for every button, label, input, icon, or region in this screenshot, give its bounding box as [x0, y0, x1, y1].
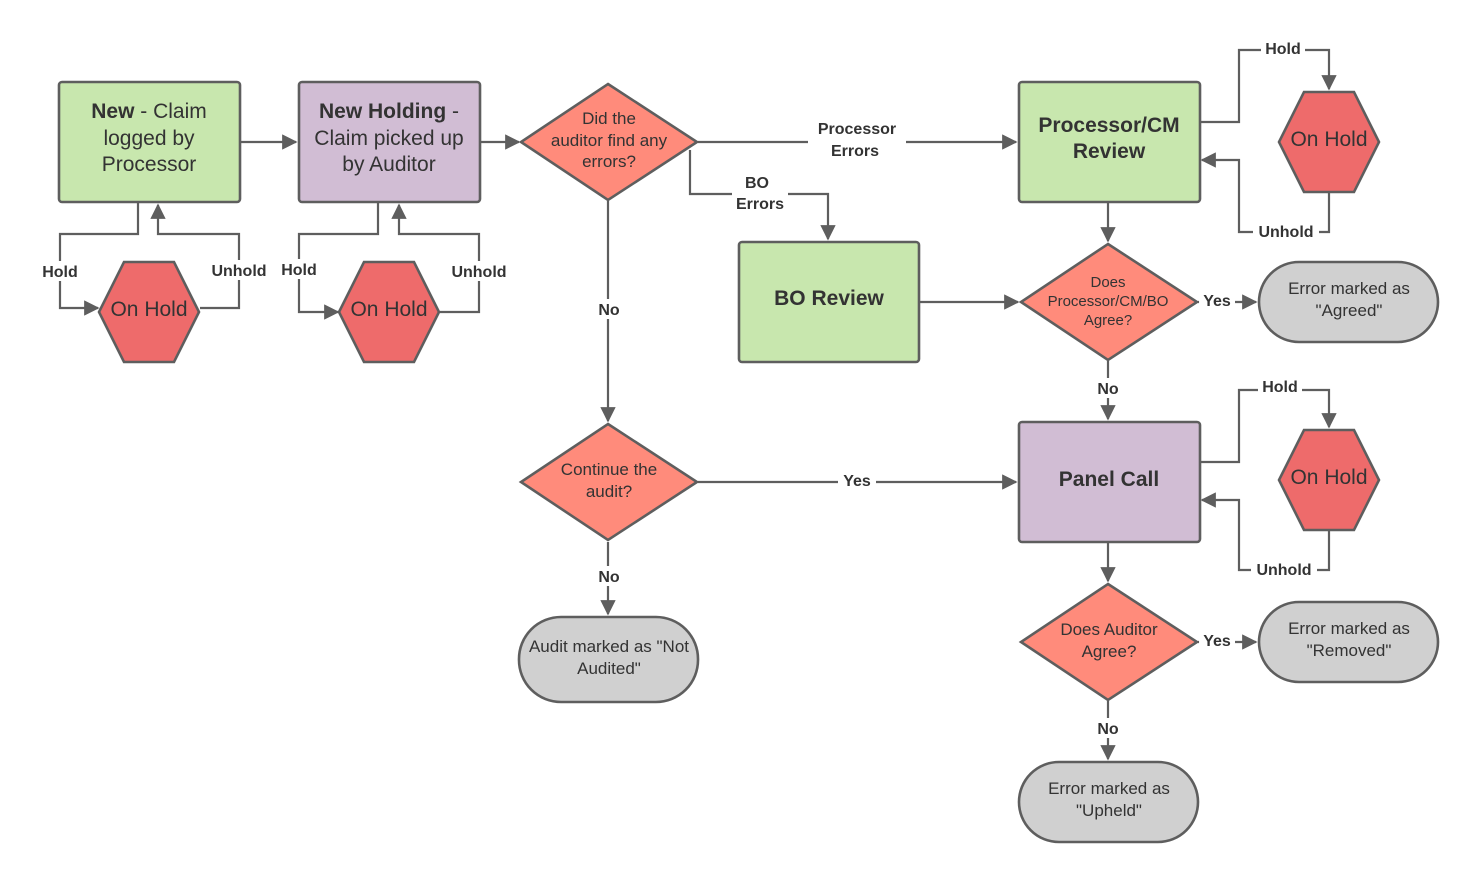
node-continue-decision: Continue the audit? — [518, 422, 700, 542]
processor-errors-label: Errors — [831, 143, 879, 160]
svg-text:"Upheld": "Upheld" — [1076, 801, 1142, 820]
edge-unhold-3 — [1200, 152, 1331, 234]
svg-text:Did the: Did the — [582, 109, 636, 128]
yes-label: Yes — [1203, 633, 1231, 650]
unhold-label: Unhold — [1256, 562, 1311, 579]
node-bo-review: BO Review — [737, 240, 921, 364]
svg-text:by Auditor: by Auditor — [342, 153, 435, 176]
edge-hold-3 — [1200, 48, 1337, 124]
yes-label: Yes — [843, 473, 871, 490]
connectors — [58, 48, 1337, 761]
node-agreed: Error marked as "Agreed" — [1257, 260, 1440, 344]
unhold-label: Unhold — [1258, 224, 1313, 241]
svg-text:Does: Does — [1090, 274, 1125, 291]
svg-text:Agree?: Agree? — [1084, 312, 1132, 329]
node-on-hold-3: On Hold — [1277, 90, 1381, 194]
node-new-holding: New Holding - Claim picked up by Auditor — [297, 80, 482, 204]
svg-text:Processor: Processor — [102, 153, 197, 176]
edge-unhold-4 — [1200, 492, 1331, 572]
svg-text:Audited": Audited" — [577, 659, 641, 678]
node-panel-call: Panel Call — [1017, 420, 1202, 544]
no-label: No — [1097, 381, 1119, 398]
svg-text:Processor/CM: Processor/CM — [1038, 114, 1179, 137]
no-label: No — [1097, 721, 1119, 738]
bo-errors-label: Errors — [736, 196, 784, 213]
edge-hold-1 — [58, 203, 140, 316]
hold-label: Hold — [1262, 379, 1298, 396]
edge-hold-2 — [297, 203, 380, 320]
svg-text:On Hold: On Hold — [110, 298, 187, 321]
node-on-hold-4: On Hold — [1277, 428, 1381, 532]
svg-text:audit?: audit? — [586, 482, 632, 501]
node-upheld: Error marked as "Upheld" — [1017, 760, 1200, 844]
svg-text:Panel Call: Panel Call — [1059, 468, 1159, 491]
hold-label: Hold — [42, 264, 78, 281]
svg-text:auditor find any: auditor find any — [551, 131, 668, 150]
edge-labels: Hold Unhold Hold Unhold Processor Errors… — [38, 38, 1319, 738]
svg-text:Error marked as: Error marked as — [1048, 779, 1170, 798]
svg-text:Agree?: Agree? — [1082, 642, 1137, 661]
node-on-hold-2: On Hold — [337, 260, 441, 364]
svg-text:Claim picked up: Claim picked up — [314, 127, 463, 150]
unhold-label: Unhold — [211, 263, 266, 280]
edge-hold-4 — [1200, 388, 1337, 464]
svg-text:New Holding -: New Holding - — [319, 100, 459, 123]
hold-label: Hold — [281, 262, 317, 279]
svg-text:Does Auditor: Does Auditor — [1060, 620, 1158, 639]
yes-label: Yes — [1203, 293, 1231, 310]
processor-errors-label: Processor — [818, 121, 896, 138]
no-label: No — [598, 302, 620, 319]
edge-unhold-2 — [391, 203, 481, 314]
svg-text:On Hold: On Hold — [1290, 128, 1367, 151]
node-removed: Error marked as "Removed" — [1257, 600, 1440, 684]
node-on-hold-1: On Hold — [97, 260, 201, 364]
node-processor-review: Processor/CM Review — [1017, 80, 1202, 204]
bo-errors-label: BO — [745, 175, 769, 192]
svg-text:Processor/CM/BO: Processor/CM/BO — [1048, 293, 1169, 310]
node-agree-decision: Does Processor/CM/BO Agree? — [1018, 242, 1200, 362]
node-errors-decision: Did the auditor find any errors? — [518, 82, 700, 202]
svg-text:logged by: logged by — [103, 127, 195, 150]
svg-text:New - Claim: New - Claim — [91, 100, 207, 123]
hold-label: Hold — [1265, 41, 1301, 58]
unhold-label: Unhold — [451, 264, 506, 281]
svg-text:Error marked as: Error marked as — [1288, 619, 1410, 638]
node-auditor-agree: Does Auditor Agree? — [1018, 582, 1200, 702]
svg-text:Audit marked as "Not: Audit marked as "Not — [529, 637, 689, 656]
svg-text:Review: Review — [1073, 140, 1146, 163]
svg-text:Continue the: Continue the — [561, 460, 657, 479]
no-label: No — [598, 569, 620, 586]
svg-text:"Agreed": "Agreed" — [1316, 301, 1383, 320]
node-new-claim: New - Claim logged by Processor — [57, 80, 242, 204]
svg-text:On Hold: On Hold — [350, 298, 427, 321]
svg-text:On Hold: On Hold — [1290, 466, 1367, 489]
svg-text:Error marked as: Error marked as — [1288, 279, 1410, 298]
edge-unhold-1 — [150, 203, 241, 310]
node-not-audited: Audit marked as "Not Audited" — [517, 615, 700, 704]
svg-text:"Removed": "Removed" — [1307, 641, 1392, 660]
svg-text:errors?: errors? — [582, 152, 636, 171]
svg-text:BO Review: BO Review — [774, 287, 884, 310]
